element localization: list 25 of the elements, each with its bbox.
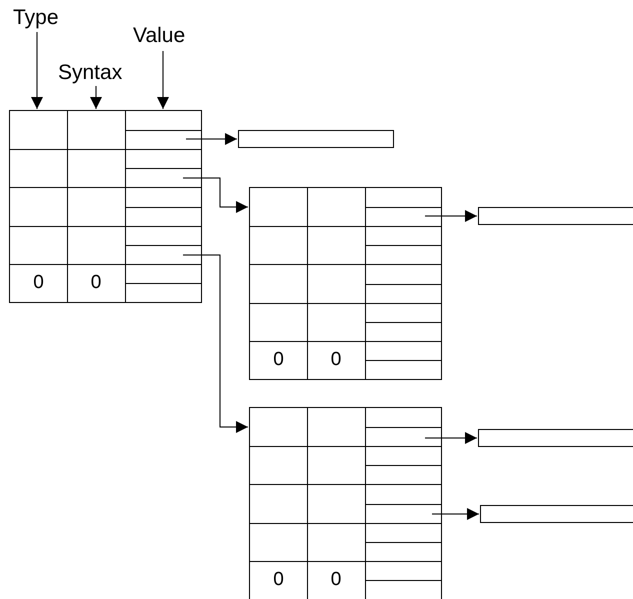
field-label: Syntax <box>58 61 122 85</box>
arrow <box>157 50 169 110</box>
cell-value: 0 <box>273 570 284 590</box>
field-label: Type <box>13 6 59 30</box>
arrow <box>31 32 43 110</box>
cell-value: 0 <box>90 272 102 293</box>
value-buffer-box <box>238 130 394 148</box>
arrow <box>432 508 480 520</box>
arrow <box>90 86 102 110</box>
cell-value: 0 <box>33 272 44 293</box>
record-table <box>249 187 442 380</box>
value-buffer-box <box>478 207 633 225</box>
cell-value: 0 <box>273 350 284 370</box>
field-label: Value <box>133 24 186 48</box>
arrow <box>424 432 478 444</box>
cell-value: 0 <box>330 570 342 590</box>
record-table <box>249 407 442 599</box>
value-buffer-box <box>478 429 633 447</box>
value-buffer-box <box>480 505 633 523</box>
record-table <box>9 110 202 303</box>
arrow <box>182 254 248 433</box>
cell-value: 0 <box>330 350 342 370</box>
arrow <box>424 210 478 222</box>
arrow <box>182 178 248 213</box>
arrow <box>186 133 238 145</box>
